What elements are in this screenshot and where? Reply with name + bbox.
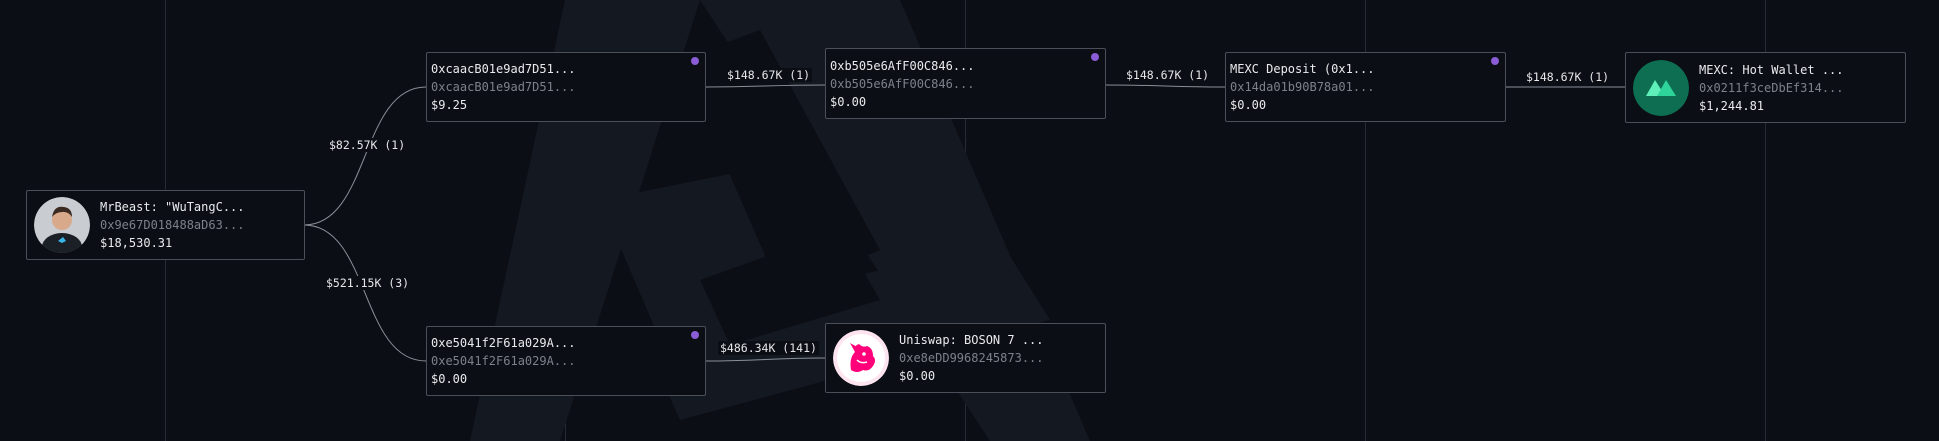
- uniswap-unicorn-icon: [833, 330, 889, 386]
- edge-label: $148.67K (1): [1124, 68, 1212, 82]
- entity-name: MEXC Deposit (0x1...: [1230, 62, 1375, 76]
- edge-label: $148.67K (1): [1524, 70, 1612, 84]
- entity-node-mexc-deposit[interactable]: MEXC Deposit (0x1... 0x14da01b90B78a01..…: [1225, 52, 1506, 122]
- person-avatar: [34, 197, 90, 253]
- entity-name: 0xb505e6AfF00C846...: [830, 58, 975, 73]
- purple-dot-indicator: [691, 331, 699, 339]
- edge-caac-b505: [704, 84, 826, 88]
- entity-balance: $0.00: [431, 372, 468, 386]
- entity-balance: $0.00: [1230, 98, 1267, 112]
- entity-address: 0x9e67D018488aD63...: [100, 218, 245, 232]
- entity-balance: $0.00: [899, 369, 936, 383]
- entity-balance: $0.00: [830, 94, 867, 109]
- edge-b505-mexc: [1104, 84, 1226, 88]
- entity-node-mexc-hot-wallet[interactable]: MEXC: Hot Wallet ... 0x0211f3ceDbEf314..…: [1625, 52, 1906, 123]
- entity-name: 0xcaacB01e9ad7D51...: [431, 62, 576, 76]
- purple-dot-indicator: [691, 57, 699, 65]
- entity-node-mrbeast[interactable]: MrBeast: "WuTangC... 0x9e67D018488aD63..…: [26, 190, 305, 260]
- entity-node-uniswap[interactable]: Uniswap: BOSON 7 ... 0xe8eDD9968245873..…: [825, 323, 1106, 393]
- grid-line: [1365, 0, 1366, 441]
- entity-balance: $18,530.31: [100, 236, 173, 250]
- entity-name: Uniswap: BOSON 7 ...: [899, 333, 1044, 347]
- address-node-b505[interactable]: 0xb505e6AfF00C846... 0xb505e6AfF00C846..…: [825, 48, 1106, 119]
- edge-label: $486.34K (141): [718, 341, 819, 355]
- entity-balance: $1,244.81: [1699, 98, 1765, 113]
- entity-address: 0xcaacB01e9ad7D51...: [431, 80, 576, 94]
- entity-name: MEXC: Hot Wallet ...: [1699, 62, 1844, 77]
- entity-address: 0x0211f3ceDbEf314...: [1699, 80, 1844, 95]
- entity-name: 0xe5041f2F61a029A...: [431, 336, 576, 350]
- address-node-e504[interactable]: 0xe5041f2F61a029A... 0xe5041f2F61a029A..…: [426, 326, 706, 396]
- entity-address: 0xe5041f2F61a029A...: [431, 354, 576, 368]
- mexc-logo-icon: [1633, 59, 1689, 116]
- entity-address: 0xe8eDD9968245873...: [899, 351, 1044, 365]
- purple-dot-indicator: [1091, 53, 1099, 61]
- entity-address: 0xb505e6AfF00C846...: [830, 76, 975, 91]
- purple-dot-indicator: [1491, 57, 1499, 65]
- edge-mrbeast-e504: [303, 224, 427, 362]
- address-node-caac[interactable]: 0xcaacB01e9ad7D51... 0xcaacB01e9ad7D51..…: [426, 52, 706, 122]
- edge-label: $521.15K (3): [324, 276, 412, 290]
- edge-mrbeast-caac: [303, 86, 427, 226]
- edge-label: $148.67K (1): [725, 68, 813, 82]
- grid-line: [1765, 0, 1766, 441]
- entity-address: 0x14da01b90B78a01...: [1230, 80, 1375, 94]
- edge-e504-uniswap: [704, 357, 826, 362]
- edge-label: $82.57K (1): [327, 138, 408, 152]
- entity-name: MrBeast: "WuTangC...: [100, 200, 245, 214]
- entity-balance: $9.25: [431, 98, 468, 112]
